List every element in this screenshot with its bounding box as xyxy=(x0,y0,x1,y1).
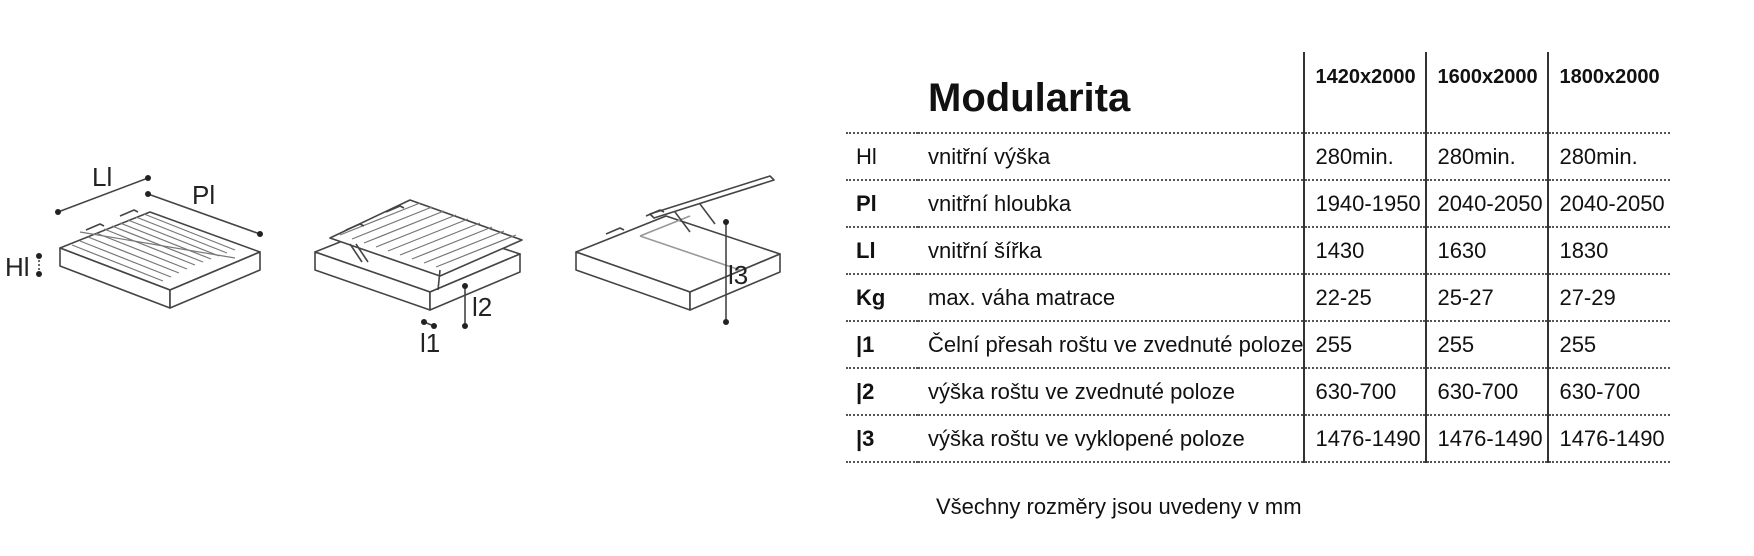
table-title: Modularita xyxy=(918,52,1305,134)
row-value: 1830 xyxy=(1547,227,1671,275)
size-header: 1420x2000 xyxy=(1303,52,1427,134)
footnote: Všechny rozměry jsou uvedeny v mm xyxy=(936,494,1302,519)
row-value: 25-27 xyxy=(1425,274,1549,322)
row-code: |2 xyxy=(846,368,918,416)
row-code: |1 xyxy=(846,321,918,369)
row-value: 255 xyxy=(1547,321,1671,369)
header-code-cell xyxy=(846,52,918,134)
row-description: vnitřní výška xyxy=(918,133,1305,181)
row-value: 1630 xyxy=(1425,227,1549,275)
size-header: 1600x2000 xyxy=(1425,52,1549,134)
row-value: 280min. xyxy=(1547,133,1671,181)
row-code: Pl xyxy=(846,180,918,228)
bed-tilted-drawing xyxy=(575,175,781,325)
table-header-row: Modularita 1420x2000 1600x2000 1800x2000 xyxy=(846,52,1671,134)
row-value: 2040-2050 xyxy=(1547,180,1671,228)
row-value: 22-25 xyxy=(1303,274,1427,322)
row-value: 1430 xyxy=(1303,227,1427,275)
row-description: výška roštu ve zvednuté poloze xyxy=(918,368,1305,416)
row-value: 630-700 xyxy=(1547,368,1671,416)
row-description: výška roštu ve vyklopené poloze xyxy=(918,415,1305,463)
row-value: 1476-1490 xyxy=(1425,415,1549,463)
bed-drawings: Ll Pl Hl l1 l2 l3 xyxy=(5,162,781,358)
dim-label-l1: l1 xyxy=(420,328,440,358)
bed-half-open-drawing xyxy=(314,199,523,329)
row-value: 2040-2050 xyxy=(1425,180,1549,228)
row-code: Kg xyxy=(846,274,918,322)
row-value: 280min. xyxy=(1303,133,1427,181)
row-value: 630-700 xyxy=(1425,368,1549,416)
row-description: Čelní přesah roštu ve zvednuté poloze xyxy=(918,321,1305,369)
row-description: vnitřní hloubka xyxy=(918,180,1305,228)
dim-label-l3: l3 xyxy=(728,260,748,290)
modularity-table: Modularita 1420x2000 1600x2000 1800x2000… xyxy=(846,52,1671,463)
row-value: 1476-1490 xyxy=(1547,415,1671,463)
row-value: 255 xyxy=(1425,321,1549,369)
size-header: 1800x2000 xyxy=(1547,52,1671,134)
row-code: |3 xyxy=(846,415,918,463)
row-value: 27-29 xyxy=(1547,274,1671,322)
dim-label-hi: Hl xyxy=(5,252,30,282)
row-value: 255 xyxy=(1303,321,1427,369)
row-value: 630-700 xyxy=(1303,368,1427,416)
row-code: Ll xyxy=(846,227,918,275)
row-description: max. váha matrace xyxy=(918,274,1305,322)
bed-closed-drawing xyxy=(36,175,263,309)
dim-label-pi: Pl xyxy=(192,180,215,210)
row-description: vnitřní šířka xyxy=(918,227,1305,275)
dim-label-li: Ll xyxy=(92,162,112,192)
dim-label-l2: l2 xyxy=(472,292,492,322)
row-code: Hl xyxy=(846,133,918,181)
row-value: 1940-1950 xyxy=(1303,180,1427,228)
row-value: 280min. xyxy=(1425,133,1549,181)
row-value: 1476-1490 xyxy=(1303,415,1427,463)
